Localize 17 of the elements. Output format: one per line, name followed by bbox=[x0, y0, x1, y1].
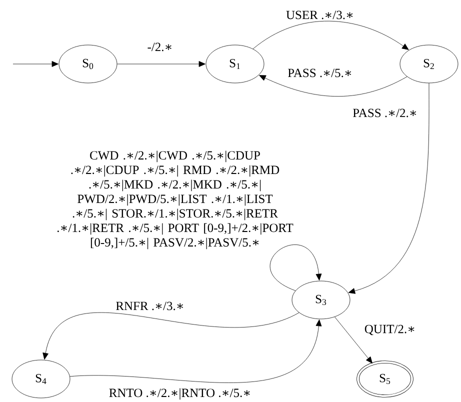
edge-label: PASS .∗/5.∗ bbox=[288, 68, 352, 78]
arrow bbox=[70, 319, 322, 383]
edge-label: RNFR .∗/3.∗ bbox=[116, 302, 184, 310]
arrow bbox=[348, 83, 430, 294]
arrow bbox=[12, 61, 58, 67]
arrow bbox=[117, 61, 206, 67]
arrow bbox=[42, 312, 300, 360]
edge-label: CWD .∗/2.∗|CWD .∗/5.∗|CDUP .∗/2.∗|CDUP .∗/5.∗| RMD .∗/2.∗|RMD .∗/5.∗|MKD .∗/2.∗|MKD .∗/5.∗| PWD/2.∗|PWD/5.∗|LIST .∗/1.∗|LIST .∗/5.∗| STOR.∗/1.∗|STOR.∗/5.∗|RETR .∗/1.∗|RETR .∗/5.∗| PORT [0-9,]+/2.∗|PORT [0-9,]+/5.∗| PASV/2.∗|PASV/5.∗ bbox=[57, 150, 294, 250]
arrow bbox=[259, 75, 408, 97]
edge-label: PASS .∗/2.∗ bbox=[352, 108, 416, 118]
arrow bbox=[252, 20, 409, 50]
arrow bbox=[270, 244, 322, 291]
edge-label: RNTO .∗/2.∗|RNTO .∗/5.∗ bbox=[109, 388, 250, 400]
arrow bbox=[334, 316, 372, 364]
edge-label: -/2.∗ bbox=[148, 42, 172, 52]
edge-label: QUIT/2.∗ bbox=[364, 324, 414, 336]
edge-label: USER .∗/3.∗ bbox=[286, 10, 353, 20]
